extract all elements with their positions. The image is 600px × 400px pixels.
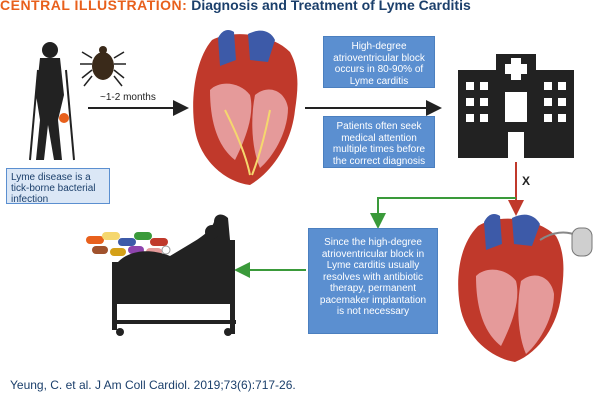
patient-bed-icon (112, 214, 236, 336)
box-resolution: Since the high-degree atrioventricular b… (308, 228, 438, 334)
citation: Yeung, C. et al. J Am Coll Cardiol. 2019… (10, 378, 296, 392)
illustration-title: CENTRAL ILLUSTRATION: Diagnosis and Trea… (0, 0, 600, 15)
hiker-icon (29, 42, 75, 161)
box-medical-attention: Patients often seek medical attention mu… (323, 116, 435, 168)
x-mark: X (522, 174, 531, 188)
hospital-icon (458, 54, 574, 158)
lyme-caption: Lyme disease is a tick-borne bacterial i… (6, 168, 110, 205)
time-label: ~1-2 months (100, 92, 156, 103)
title-text: Diagnosis and Treatment of Lyme Carditis (191, 0, 471, 13)
arrow-hospital-to-resolution (370, 197, 516, 229)
pacemaker-heart-icon (458, 214, 593, 362)
title-prefix: CENTRAL ILLUSTRATION: (0, 0, 188, 13)
heart-icon (193, 30, 298, 185)
tick-icon (80, 46, 126, 87)
box-high-degree-block: High-degree atrioventricular block occur… (323, 36, 435, 88)
